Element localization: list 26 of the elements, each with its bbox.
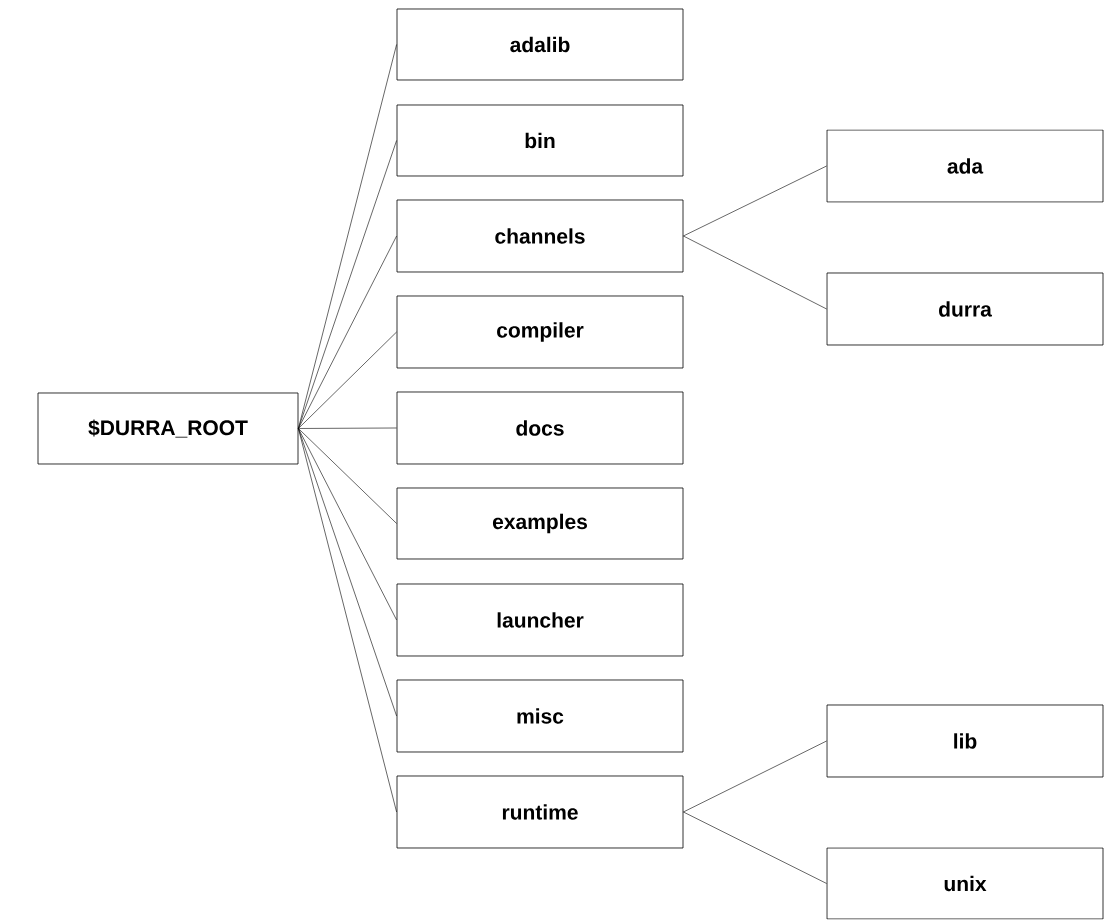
connector-line	[683, 165, 827, 237]
folder-box: channels	[396, 199, 684, 273]
connector-line	[683, 740, 827, 813]
folder-box: durra	[826, 272, 1104, 346]
folder-box: launcher	[396, 583, 684, 657]
connector-line	[298, 44, 397, 429]
connector-line	[298, 235, 397, 429]
connector-line	[298, 428, 397, 524]
folder-box: ada	[826, 129, 1104, 203]
connector-line	[298, 331, 397, 429]
folder-box: compiler	[396, 295, 684, 369]
connector-line	[683, 811, 827, 884]
folder-box: misc	[396, 679, 684, 753]
folder-box: bin	[396, 104, 684, 177]
folder-box: runtime	[396, 775, 684, 849]
folder-box: $DURRA_ROOT	[37, 392, 299, 465]
connector-line	[298, 140, 397, 429]
folder-box: adalib	[396, 8, 684, 81]
folder-box: docs	[396, 391, 684, 465]
connector-line	[298, 428, 397, 813]
folder-box: examples	[396, 487, 684, 560]
connector-line	[298, 427, 397, 429]
folder-box: lib	[826, 704, 1104, 778]
folder-box: unix	[826, 847, 1104, 920]
connector-line	[298, 428, 397, 621]
connector-line	[683, 235, 827, 310]
